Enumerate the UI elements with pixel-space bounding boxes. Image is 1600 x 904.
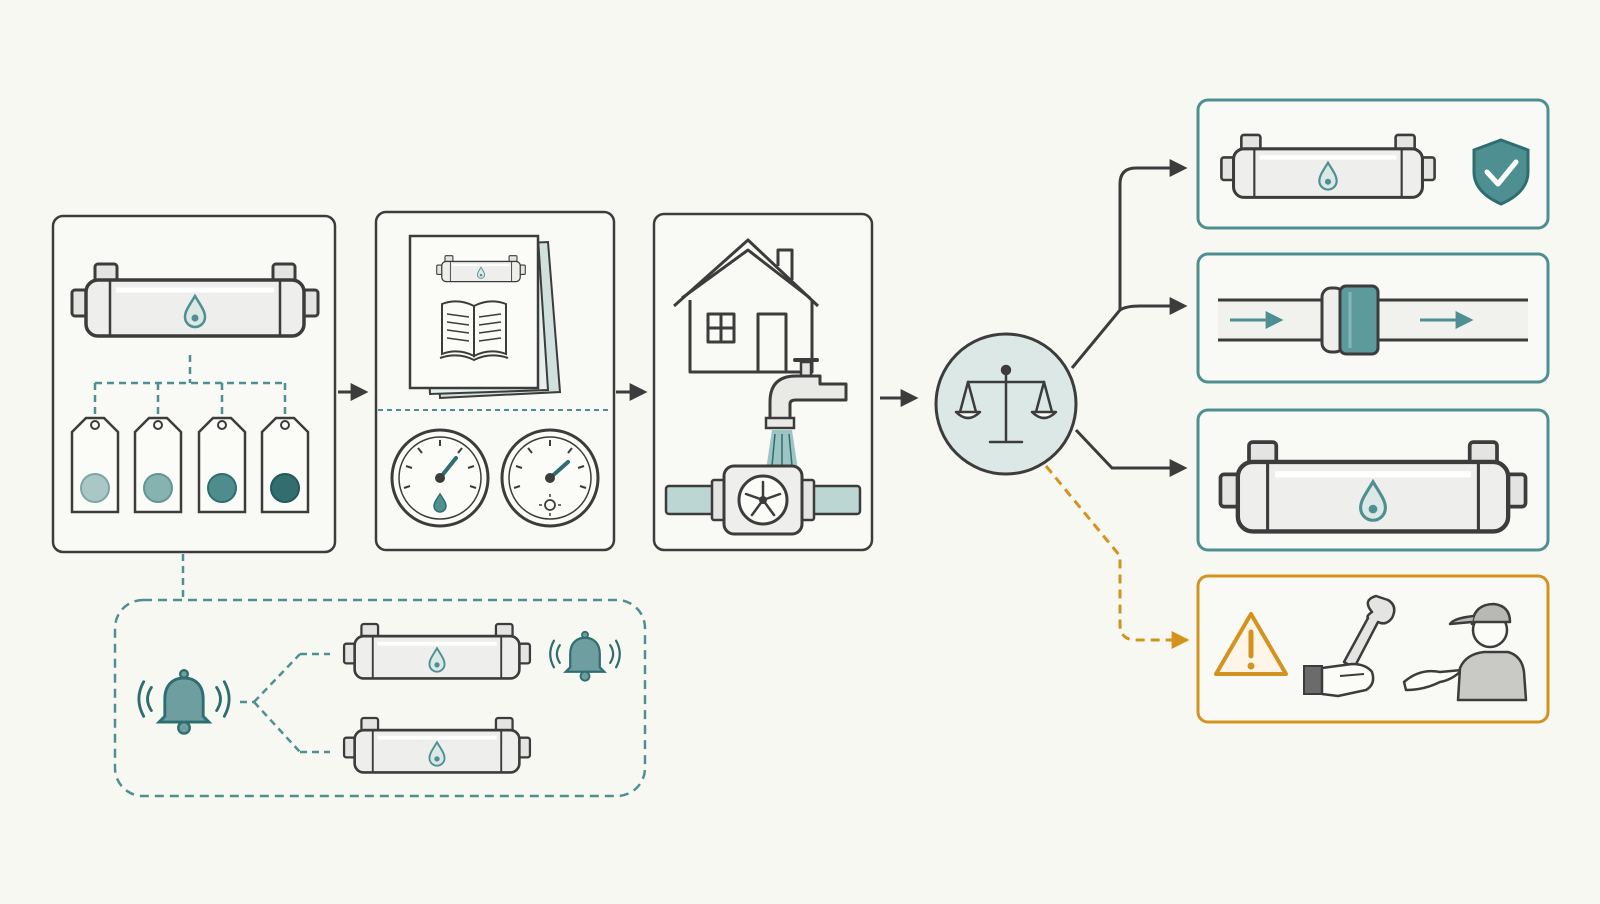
pressure-gauge-icon [390,428,490,528]
grade-tag-icon [133,416,183,514]
warning-branch-connector [1044,465,1190,649]
branch-connectors [1070,159,1188,477]
outcome-inline-coupling-panel [1196,252,1550,384]
warning-triangle-icon [1214,612,1288,676]
technician-icon [1402,602,1528,702]
shield-check-icon [1472,138,1530,206]
alert-group-panel [113,598,647,798]
pressure-gauge-icon [500,428,600,528]
outcome-certified-panel [1196,98,1550,230]
wrench-in-hand-icon [1303,594,1396,698]
outcome-service-needed-panel [1196,574,1550,724]
house-icon [673,238,820,374]
faucet-icon [764,358,848,470]
balance-scale-icon [954,364,1058,444]
pipe-coupling-icon [1320,284,1380,356]
step-classify-panel [51,214,337,554]
manual-book-icon [408,234,562,400]
step-install-panel [652,212,874,552]
flow-meter-icon [664,464,862,536]
alarm-bell-icon [137,668,231,736]
step-assess-node [934,332,1078,476]
grade-tag-icon [260,416,310,514]
step-document-panel [374,210,616,552]
outcome-standard-filter-panel [1196,408,1550,552]
water-filter-cartridge-icon [342,622,532,681]
grade-tag-icon [70,416,120,514]
water-filter-cartridge-icon [342,716,532,775]
grade-tag-icon [197,416,247,514]
alarm-bell-icon [549,630,621,682]
